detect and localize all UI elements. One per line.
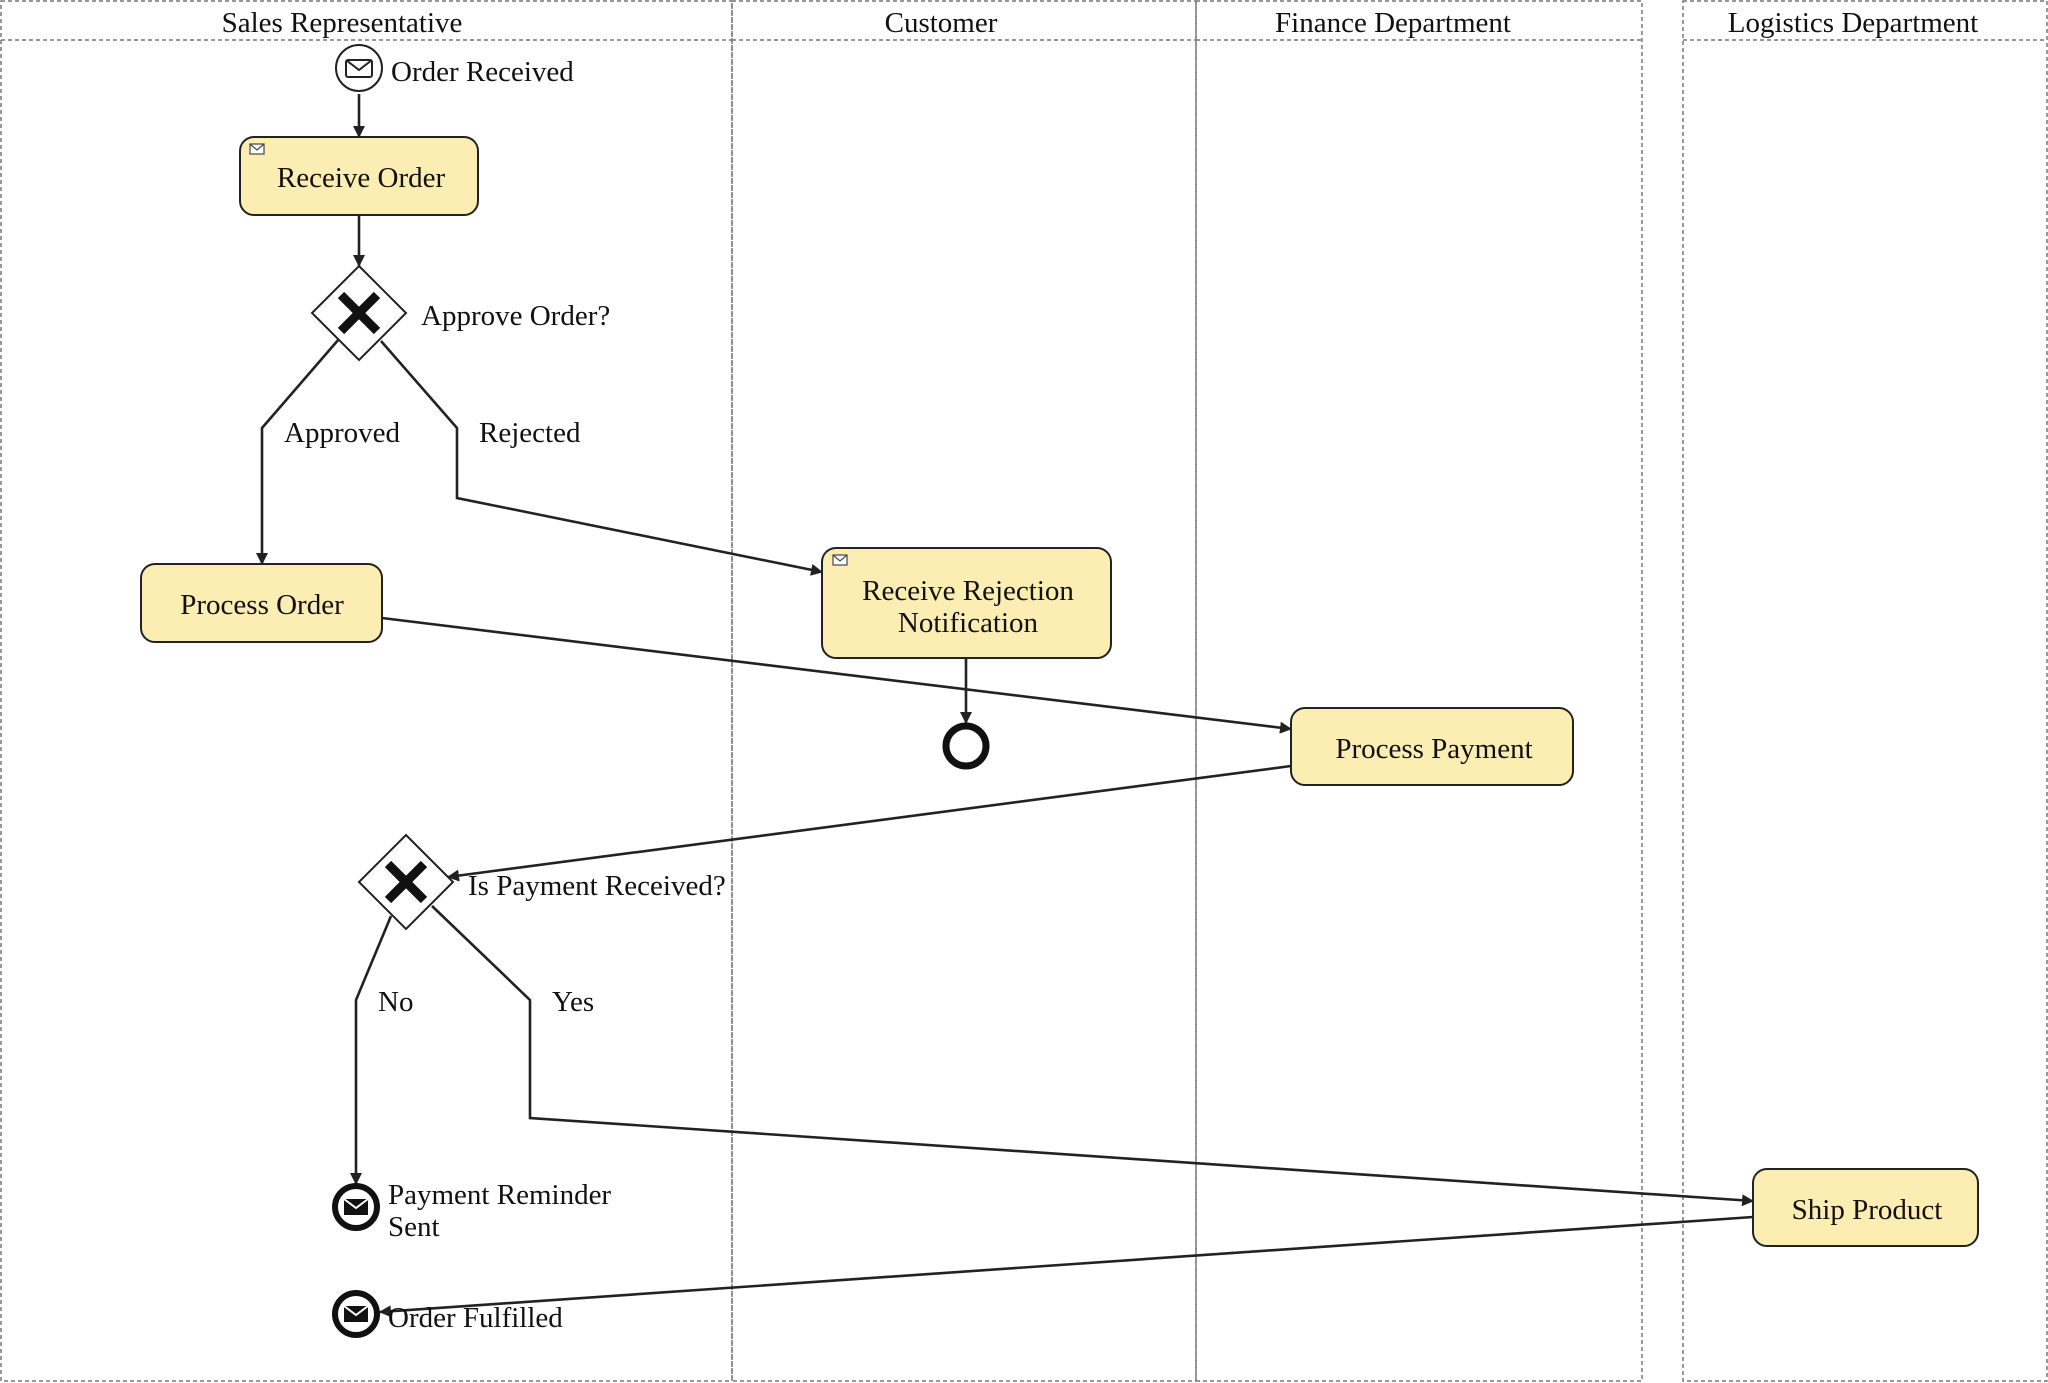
flow-payment-to-gateway [447, 764, 1292, 882]
label-order-received: Order Received [391, 56, 574, 88]
task-label-receive-order: Receive Order [277, 162, 446, 194]
lane-customer: Customer [731, 0, 1197, 1382]
message-task-icon [249, 143, 265, 155]
task-process-order[interactable]: Process Order [140, 563, 383, 643]
task-label-process-payment: Process Payment [1335, 733, 1532, 765]
task-label-process-order: Process Order [180, 589, 344, 621]
label-reminder-line1: Payment Reminder [388, 1179, 611, 1211]
gateway-approve-order[interactable] [310, 264, 408, 362]
end-event-order-fulfilled[interactable] [332, 1290, 380, 1338]
end-event-rejection[interactable] [942, 722, 990, 770]
lane-title-logistics: Logistics Department [1728, 7, 1978, 39]
label-reminder-line2: Sent [388, 1211, 440, 1243]
task-receive-order[interactable]: Receive Order [239, 136, 479, 216]
task-process-payment[interactable]: Process Payment [1290, 707, 1574, 786]
exclusive-x-icon [384, 860, 428, 904]
label-approve-order: Approve Order? [421, 300, 610, 332]
label-approved: Approved [284, 417, 400, 449]
label-yes: Yes [552, 986, 594, 1018]
task-ship-product[interactable]: Ship Product [1752, 1168, 1979, 1247]
end-event-payment-reminder-sent[interactable] [332, 1183, 380, 1231]
exclusive-x-icon [337, 291, 381, 335]
task-label-rejection-line2: Notification [898, 607, 1039, 639]
flow-rejected [380, 340, 823, 576]
envelope-filled-icon [343, 1305, 369, 1322]
flow-process-order-to-payment [381, 616, 1292, 734]
start-event-order-received[interactable] [335, 44, 383, 92]
envelope-icon [345, 59, 373, 78]
task-receive-rejection-notification[interactable]: Receive Rejection Notification [821, 547, 1112, 659]
lane-finance: Finance Department [1195, 0, 1643, 1382]
gateway-payment-received[interactable] [357, 833, 455, 931]
flow-approved [256, 338, 340, 565]
lane-logistics: Logistics Department [1682, 0, 2048, 1382]
label-rejected: Rejected [479, 417, 581, 449]
message-task-icon [832, 554, 848, 566]
task-label-ship-product: Ship Product [1792, 1194, 1943, 1226]
label-order-fulfilled: Order Fulfilled [388, 1302, 563, 1334]
label-payment-received: Is Payment Received? [468, 870, 726, 902]
lane-title-finance: Finance Department [1275, 7, 1511, 39]
flow-no [350, 915, 393, 1185]
lane-title-customer: Customer [885, 7, 998, 39]
flow-ship-to-fulfilled [379, 1215, 1754, 1318]
task-label-rejection-line1: Receive Rejection [862, 575, 1074, 607]
lane-title-sales: Sales Representative [222, 7, 463, 39]
label-no: No [378, 986, 413, 1018]
flow-yes [431, 905, 1754, 1207]
envelope-filled-icon [343, 1198, 369, 1215]
